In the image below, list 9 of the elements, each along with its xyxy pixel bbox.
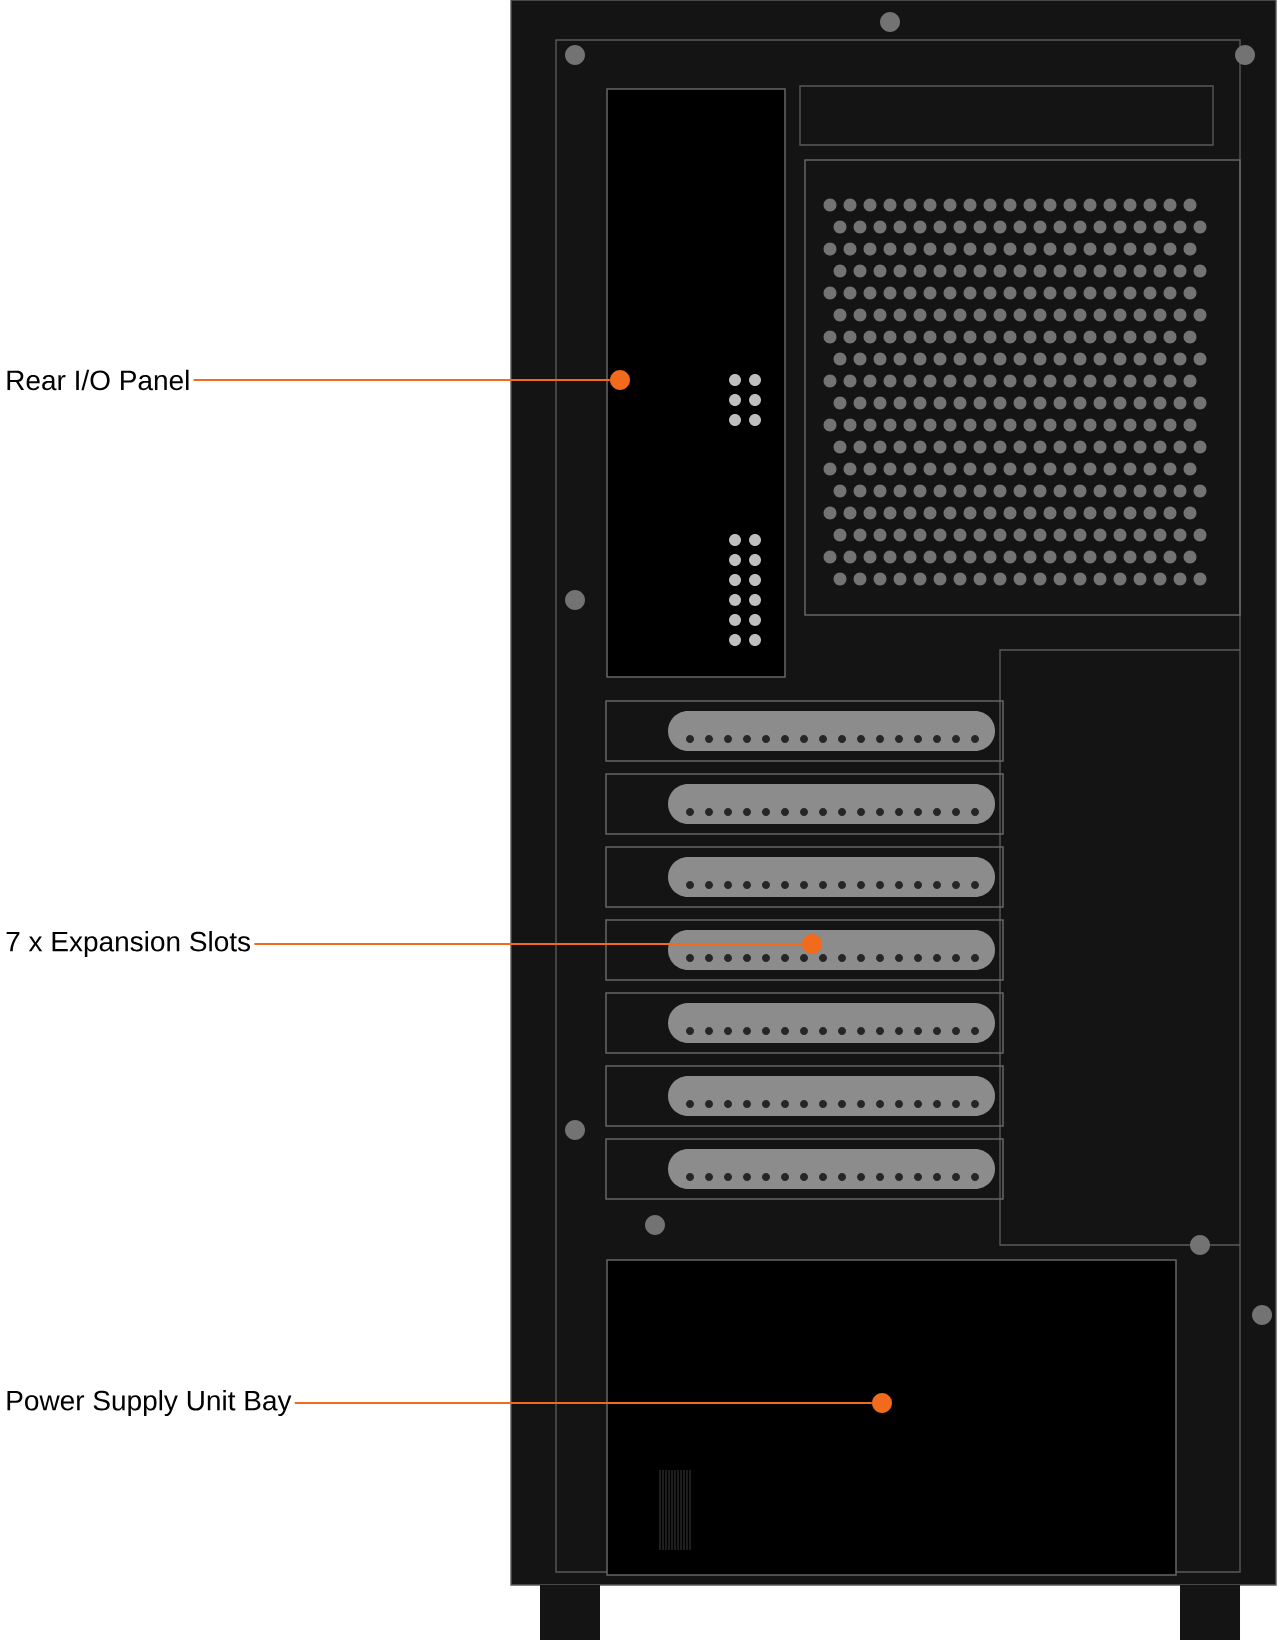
callout-label: Rear I/O Panel bbox=[7, 369, 189, 391]
leader-line bbox=[193, 378, 610, 382]
callout-dot bbox=[610, 370, 630, 390]
callout-dot bbox=[802, 934, 822, 954]
callout-dot bbox=[872, 1393, 892, 1413]
leader-line bbox=[294, 1401, 872, 1405]
callout-label: 7 x Expansion Slots bbox=[6, 930, 251, 958]
callout-label: Power Supply Unit Bay bbox=[7, 1390, 292, 1417]
leader-line bbox=[254, 942, 802, 946]
